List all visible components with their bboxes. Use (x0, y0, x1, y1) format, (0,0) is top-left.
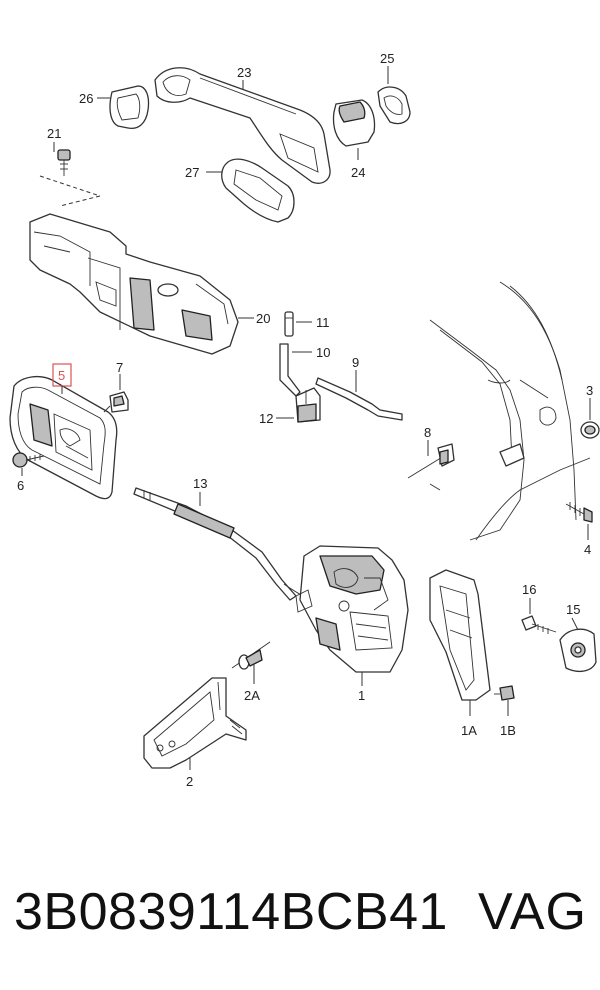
part-label-26: 26 (79, 91, 93, 106)
part-11-pin (284, 311, 294, 337)
part-23-outer-handle (154, 67, 331, 184)
part-label-13: 13 (193, 476, 207, 491)
part-26-seal (109, 85, 150, 130)
brand-text: VAG (478, 883, 587, 941)
part-7-clip (109, 391, 129, 413)
part-15-striker (559, 628, 597, 673)
part-label-7: 7 (116, 360, 123, 375)
part-label-8: 8 (424, 425, 431, 440)
part-label-9: 9 (352, 355, 359, 370)
part-label-4: 4 (584, 542, 591, 557)
part-20-handle-carrier (29, 213, 239, 355)
part-1-door-lock (295, 545, 409, 673)
part-12-clip (295, 387, 321, 423)
part-label-11: 11 (316, 315, 330, 330)
part-25-end-cap-seal (377, 86, 411, 125)
part-label-1: 1 (358, 688, 365, 703)
part-label-20: 20 (256, 311, 270, 326)
part-label-27: 27 (185, 165, 199, 180)
part-13-cable (133, 487, 307, 601)
part-label-24: 24 (351, 165, 365, 180)
part-8-pin (407, 443, 455, 479)
part-4-bolt (565, 502, 593, 523)
part-9-rod (315, 377, 403, 421)
part-label-12: 12 (259, 411, 273, 426)
part-24-end-cap (332, 99, 376, 147)
part-16-bolt (521, 615, 557, 634)
part-label-21: 21 (47, 126, 61, 141)
part-label-3: 3 (586, 383, 593, 398)
part-3-cap (580, 421, 600, 439)
part-label-5: 5 (58, 368, 65, 383)
part-21-screw (57, 149, 71, 176)
part-2-bracket (143, 677, 247, 769)
part-label-2: 2 (186, 774, 193, 789)
part-1a-lock-cover (429, 569, 491, 701)
part-6-screw (12, 452, 45, 468)
part-label-16: 16 (522, 582, 536, 597)
part-label-23: 23 (237, 65, 251, 80)
part-label-2a: 2A (244, 688, 260, 703)
part-5-inner-handle (9, 375, 118, 500)
part-1b-bolt (494, 685, 515, 701)
part-2a-rivet (231, 641, 271, 670)
part-label-1b: 1B (500, 723, 516, 738)
part-label-15: 15 (566, 602, 580, 617)
door-frame-outline (429, 281, 591, 541)
part-10-rod (279, 343, 301, 397)
footer: 3B0839114BCB41 VAG (0, 872, 600, 952)
part-label-10: 10 (316, 345, 330, 360)
part-label-25: 25 (380, 51, 394, 66)
part-label-6: 6 (17, 478, 24, 493)
part-27-gasket (221, 158, 295, 223)
part-number-text: 3B0839114BCB41 (14, 883, 448, 941)
part-label-1a: 1A (461, 723, 477, 738)
